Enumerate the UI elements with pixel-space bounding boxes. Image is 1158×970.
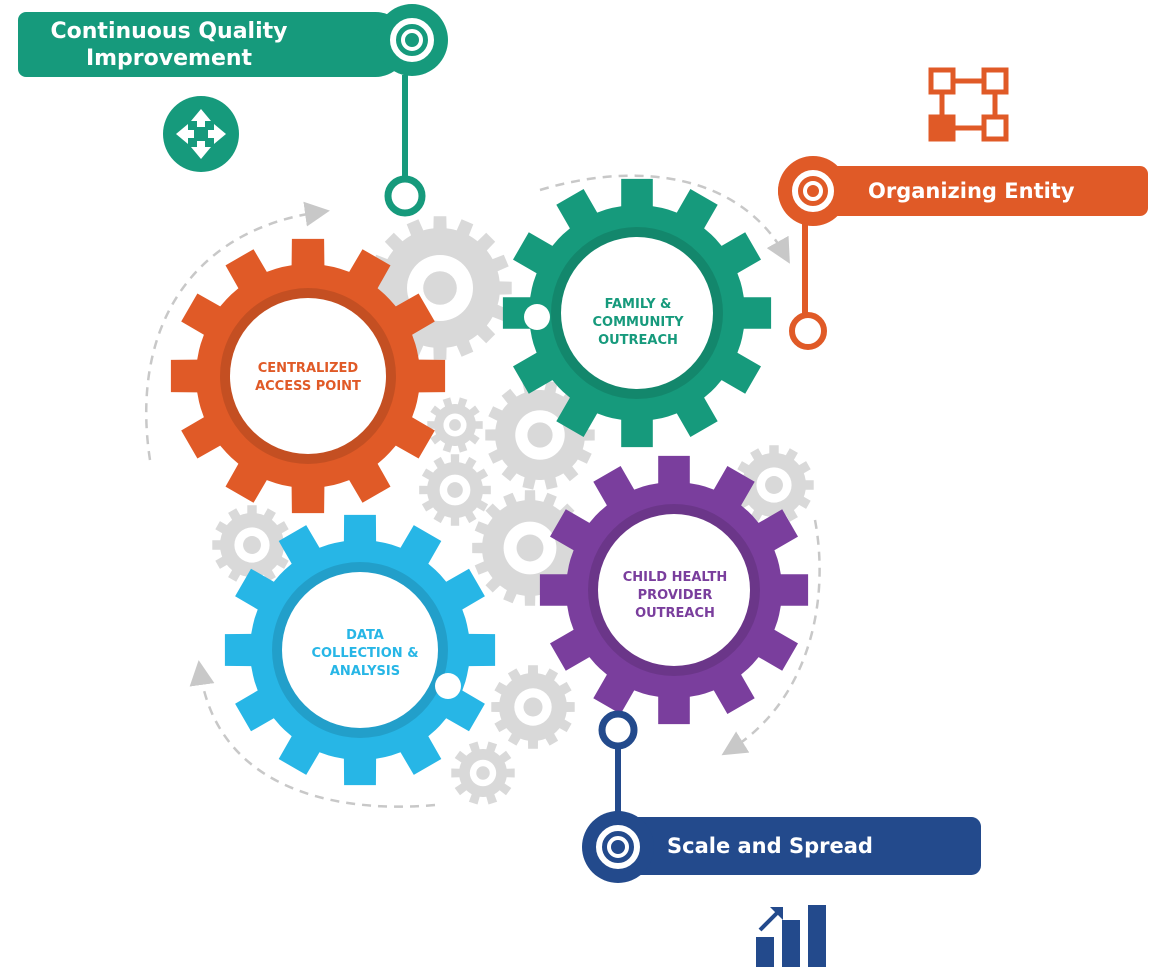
scale-and-spread-label: Scale and Spread (667, 834, 873, 858)
gear-centralized-center (230, 298, 386, 454)
gray-gear-center-small-center (449, 419, 461, 431)
gray-gear-middle-large-center (516, 534, 544, 562)
data-gear-dot (435, 673, 461, 699)
gray-gear-mid-center (447, 482, 463, 498)
arrow-top-left (145, 201, 330, 461)
org-target-icon (778, 156, 848, 226)
gray-gear-left-center (243, 536, 261, 554)
arrow-right (721, 519, 821, 756)
arrows-move-icon (163, 96, 239, 172)
scale-connector-node (598, 710, 638, 750)
cycle-arrows (145, 174, 821, 808)
gray-gear-center-center (527, 422, 553, 448)
gear-data-center (282, 572, 438, 728)
gray-gear-bottom-small-center (476, 766, 490, 780)
connectors (384, 75, 827, 820)
gear-label-centralized: CENTRALIZED ACCESS POINT (255, 361, 361, 394)
org-chart-icon (928, 67, 1009, 142)
gear-family-center (561, 237, 713, 389)
scale-target-icon (582, 811, 654, 883)
main-gears (170, 178, 809, 786)
gear-child-center (598, 514, 750, 666)
family-gear-dot (524, 304, 550, 330)
gear-label-child: CHILD HEALTH PROVIDER OUTREACH (622, 570, 728, 621)
gear-label-data: DATA COLLECTION & ANALYSIS (311, 628, 419, 679)
cqi-label: Continuous Quality Improvement (50, 18, 288, 71)
gray-gear-top-center (423, 271, 457, 305)
gray-gear-bottom-center (523, 697, 543, 717)
arrow-top-right (539, 174, 790, 264)
arrow-bottom-left (189, 660, 436, 808)
bar-chart-growth-icon (756, 905, 826, 967)
organizing-entity-label: Organizing Entity (868, 179, 1075, 203)
org-connector-node (789, 312, 827, 350)
gear-label-family: FAMILY & COMMUNITY OUTREACH (592, 297, 684, 348)
continuous-quality-improvement-pill: Continuous Quality Improvement (18, 12, 408, 77)
cqi-connector-node (384, 175, 426, 217)
cqi-target-icon (376, 4, 448, 76)
gray-gear-right-center (765, 476, 783, 494)
